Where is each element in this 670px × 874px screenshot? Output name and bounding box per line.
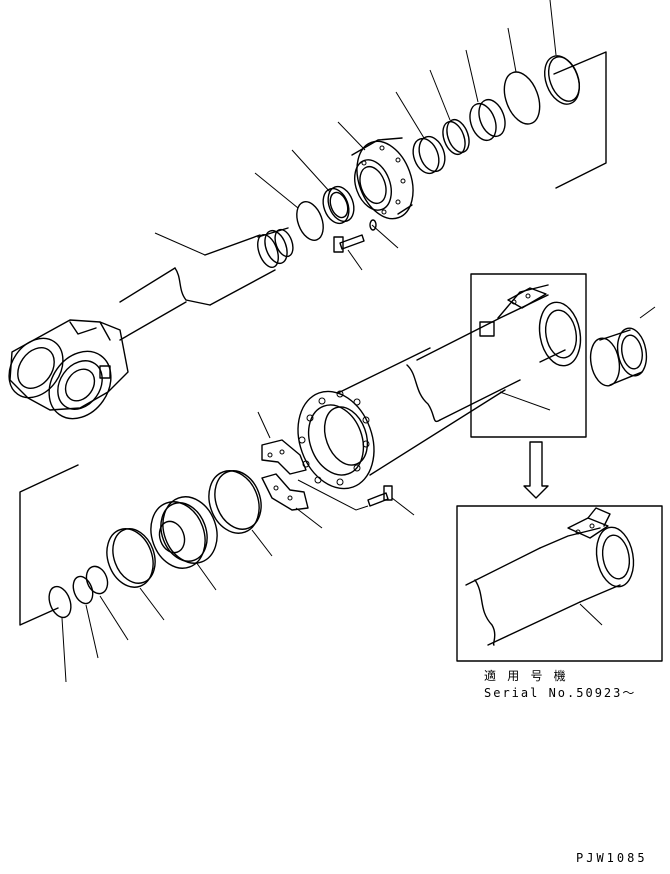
detail-frame-lower xyxy=(456,505,663,662)
tube-flange xyxy=(297,390,375,490)
bushing xyxy=(322,185,355,225)
collar xyxy=(469,98,506,142)
rod-seal xyxy=(412,135,446,175)
arrow-down xyxy=(523,441,549,499)
piston-rod xyxy=(119,227,294,341)
rod-assembly xyxy=(8,0,607,420)
head-bolt xyxy=(333,234,365,253)
rod-eye-end xyxy=(8,319,129,420)
detail-frame-upper xyxy=(470,273,587,438)
nut xyxy=(48,585,72,619)
retaining-bolt xyxy=(367,485,393,507)
spare-bushing xyxy=(589,306,656,387)
drawing-code: PJW1085 xyxy=(576,851,648,865)
split-ring-upper xyxy=(261,439,307,475)
washer xyxy=(369,219,377,231)
cylinder-head xyxy=(351,137,414,220)
detail-inset xyxy=(456,505,663,662)
o-ring-large xyxy=(544,55,581,105)
leader-lines-bottom xyxy=(61,411,415,683)
snap-ring xyxy=(296,201,324,241)
tube-bottom-end xyxy=(479,284,582,367)
inset-caption-jp: 適 用 号 機 xyxy=(484,668,568,683)
dust-seal xyxy=(442,118,470,156)
backup-ring xyxy=(503,71,541,125)
wear-ring xyxy=(106,528,156,588)
group-bracket-top xyxy=(553,51,607,189)
piston-ring xyxy=(208,470,262,534)
split-ring-lower xyxy=(261,473,309,511)
flange-bolt-holes xyxy=(298,390,370,486)
leader-tube xyxy=(499,391,551,411)
group-bracket-bottom xyxy=(19,464,79,626)
inset-caption-serial: Serial No.50923～ xyxy=(484,686,636,700)
leader-inset xyxy=(579,603,603,626)
backup-ring-small xyxy=(72,575,94,605)
piston-assembly xyxy=(19,411,415,683)
o-ring-small xyxy=(85,565,109,595)
cylinder-tube xyxy=(297,273,587,490)
piston xyxy=(150,496,218,569)
leader-lines-top xyxy=(154,0,557,271)
